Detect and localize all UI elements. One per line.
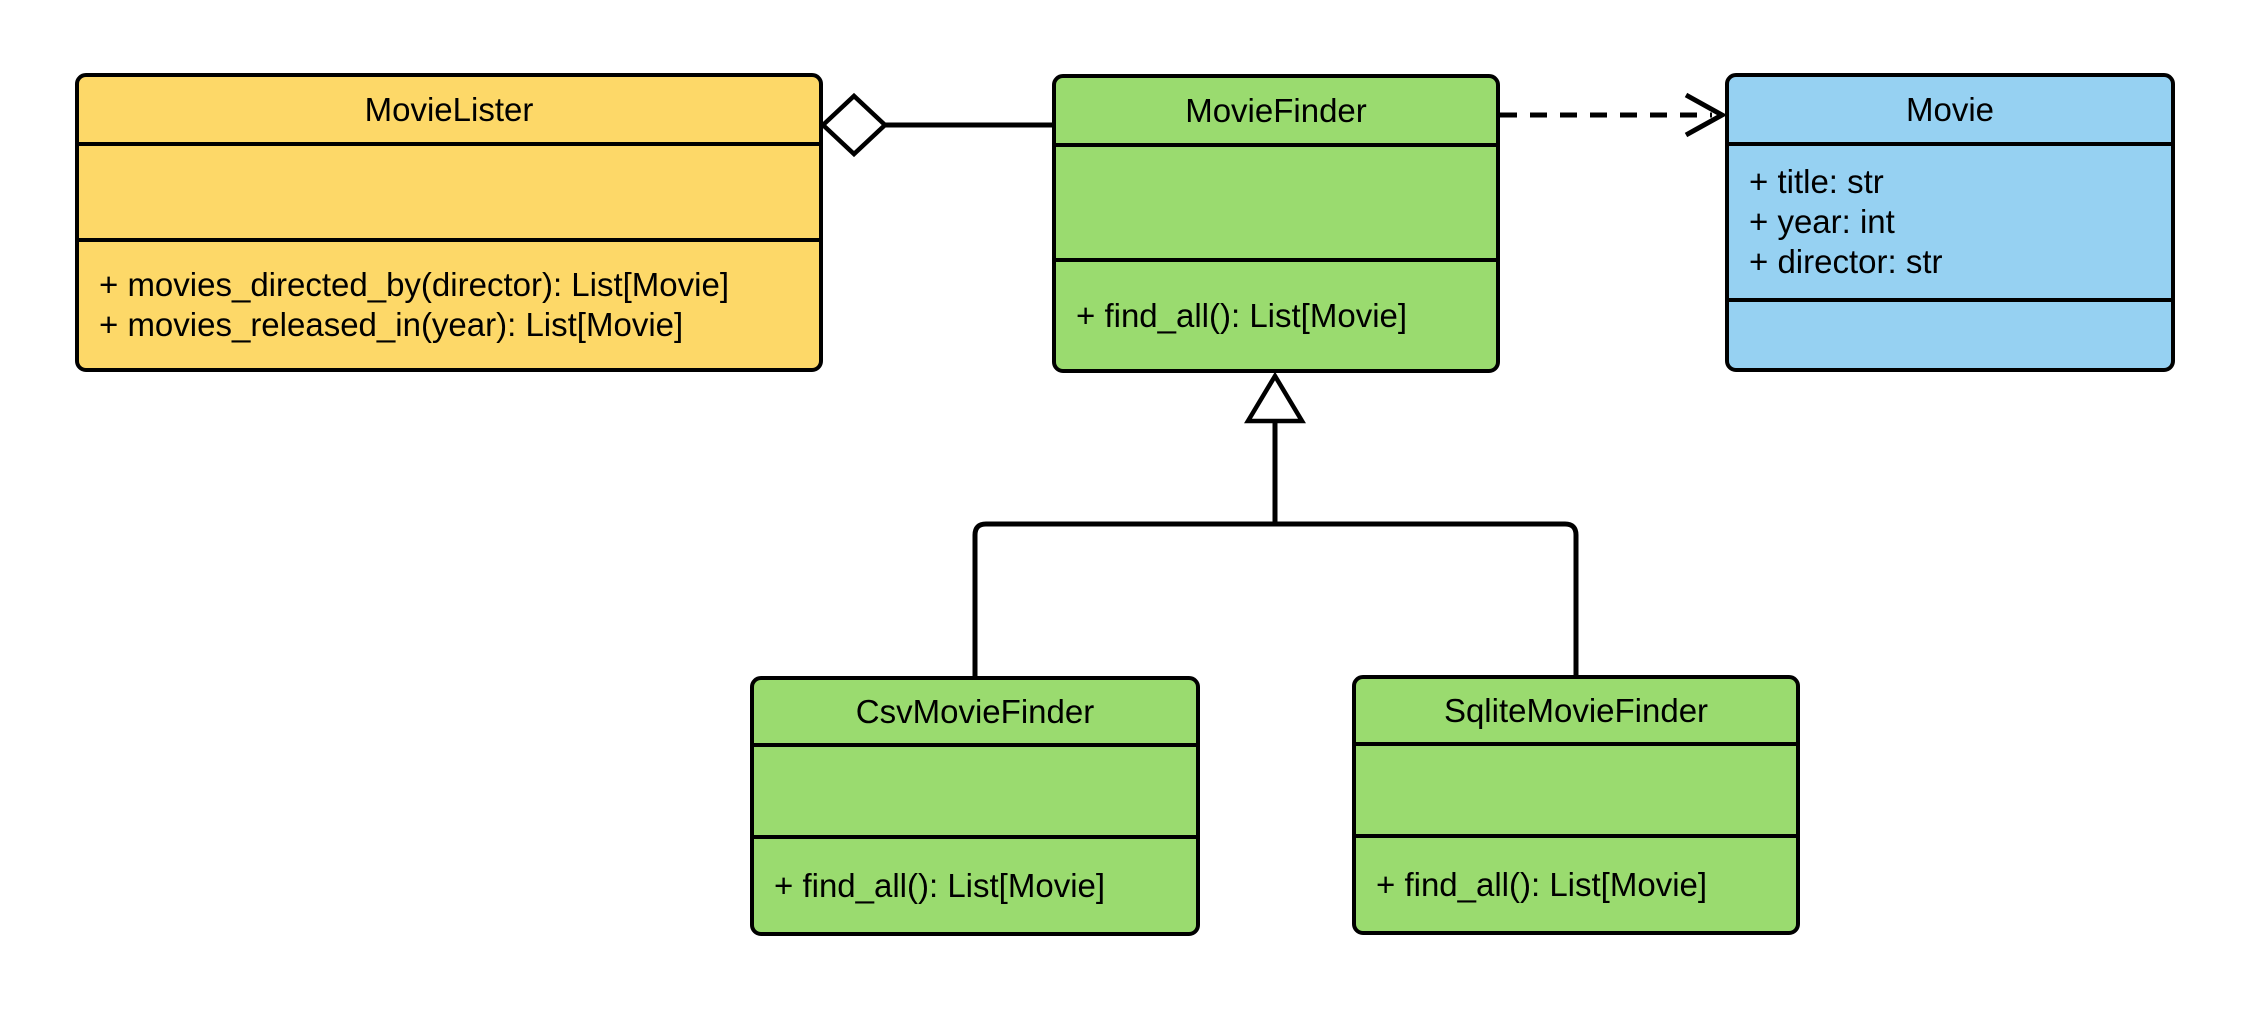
inheritance-branch-line: [972, 521, 1579, 680]
class-methods-movielister: + movies_directed_by(director): List[Mov…: [79, 238, 819, 368]
class-methods-csvmoviefinder: + find_all(): List[Movie]: [754, 835, 1196, 932]
class-attributes-movielister: [79, 142, 819, 238]
class-title-csvmoviefinder: CsvMovieFinder: [855, 692, 1095, 730]
class-title-movielister: MovieLister: [364, 90, 534, 128]
dependency-connector-moviefinder-movie: [1500, 92, 1728, 138]
method-label: + find_all(): List[Movie]: [1076, 296, 1408, 334]
inheritance-hollow-triangle-icon: [1244, 371, 1306, 424]
attribute-label: + title: str: [1749, 163, 1884, 200]
class-box-csvmoviefinder: CsvMovieFinder + find_all(): List[Movie]: [750, 676, 1200, 936]
class-title-sqlitemoviefinder: SqliteMovieFinder: [1443, 691, 1709, 729]
aggregation-connector-movielister-moviefinder: [819, 92, 1054, 158]
class-title-moviefinder: MovieFinder: [1185, 91, 1367, 129]
class-methods-sqlitemoviefinder: + find_all(): List[Movie]: [1356, 834, 1796, 931]
class-attributes-csvmoviefinder: [754, 743, 1196, 835]
method-label: + movies_released_in(year): List[Movie]: [99, 306, 684, 343]
class-attributes-sqlitemoviefinder: [1356, 742, 1796, 834]
class-methods-moviefinder: + find_all(): List[Movie]: [1056, 258, 1496, 369]
class-methods-movie: [1729, 298, 2171, 368]
method-label: + find_all(): List[Movie]: [1376, 865, 1708, 903]
method-label: + movies_directed_by(director): List[Mov…: [99, 266, 729, 303]
class-attributes-moviefinder: [1056, 143, 1496, 258]
inheritance-connector-to-moviefinder: [972, 371, 1579, 680]
class-title-movie: Movie: [1905, 90, 1995, 128]
class-attributes-movie: + title: str + year: int + director: str: [1729, 142, 2171, 298]
class-box-sqlitemoviefinder: SqliteMovieFinder + find_all(): List[Mov…: [1352, 675, 1800, 935]
attribute-label: + year: int: [1749, 203, 1895, 240]
class-box-movielister: MovieLister + movies_directed_by(directo…: [75, 73, 823, 372]
class-box-moviefinder: MovieFinder + find_all(): List[Movie]: [1052, 74, 1500, 373]
class-box-movie: Movie + title: str + year: int + directo…: [1725, 73, 2175, 372]
method-label: + find_all(): List[Movie]: [774, 866, 1106, 904]
aggregation-diamond-icon: [819, 92, 889, 158]
attribute-label: + director: str: [1749, 243, 1943, 280]
dependency-open-arrowhead-icon: [1684, 92, 1728, 138]
